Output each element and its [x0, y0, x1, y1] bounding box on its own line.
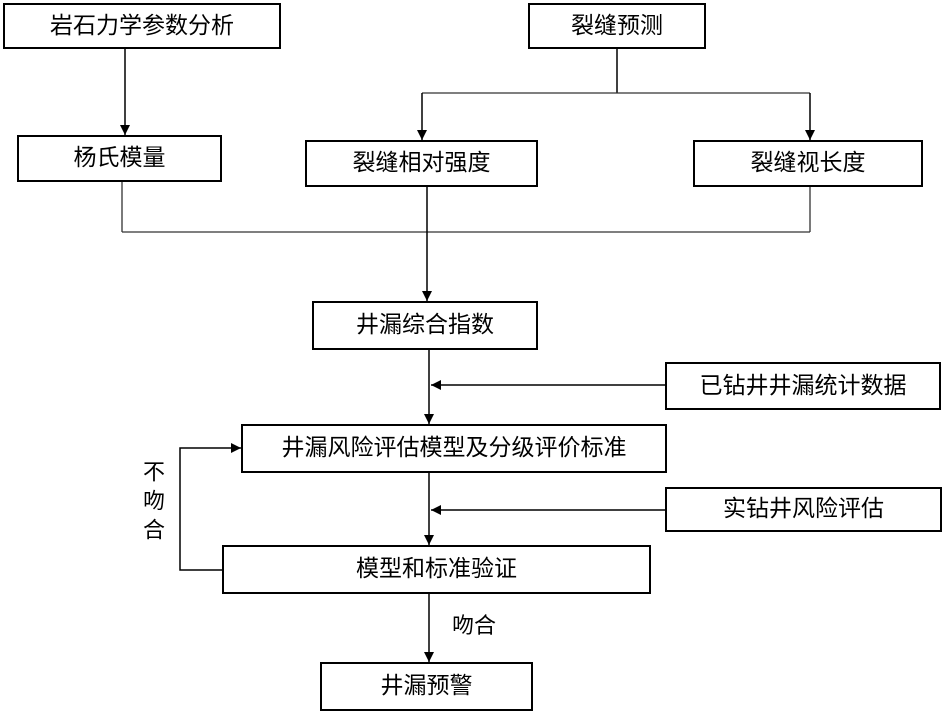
- node-label: 杨氏模量: [73, 145, 166, 171]
- node-actual-well-risk-assessment: 实钻井风险评估: [665, 487, 942, 532]
- edge-label-mismatch: 不吻合: [139, 460, 164, 547]
- node-label: 裂缝相对强度: [352, 150, 491, 176]
- node-rock-mechanics-analysis: 岩石力学参数分析: [3, 3, 281, 49]
- node-label: 井漏风险评估模型及分级评价标准: [281, 435, 627, 461]
- node-drilled-well-statistics: 已钻井井漏统计数据: [665, 362, 941, 410]
- node-model-validation: 模型和标准验证: [222, 545, 651, 594]
- node-risk-model-and-criteria: 井漏风险评估模型及分级评价标准: [241, 424, 667, 473]
- node-fracture-prediction: 裂缝预测: [528, 3, 706, 49]
- node-lost-circulation-index: 井漏综合指数: [312, 301, 538, 350]
- node-label: 已钻井井漏统计数据: [699, 372, 907, 399]
- edge-feedback-mismatch: [179, 443, 241, 571]
- node-label: 裂缝视长度: [750, 150, 866, 176]
- node-label: 岩石力学参数分析: [50, 12, 234, 39]
- node-fracture-relative-strength: 裂缝相对强度: [305, 140, 538, 187]
- node-youngs-modulus: 杨氏模量: [17, 135, 222, 182]
- node-label: 模型和标准验证: [356, 556, 517, 582]
- node-label: 裂缝预测: [571, 12, 663, 39]
- node-fracture-apparent-length: 裂缝视长度: [693, 140, 923, 187]
- node-label: 实钻井风险评估: [723, 496, 884, 522]
- node-label: 井漏预警: [380, 673, 473, 699]
- node-lost-circulation-warning: 井漏预警: [320, 662, 533, 711]
- edge-label-match: 吻合: [452, 614, 497, 639]
- node-label: 井漏综合指数: [356, 312, 494, 338]
